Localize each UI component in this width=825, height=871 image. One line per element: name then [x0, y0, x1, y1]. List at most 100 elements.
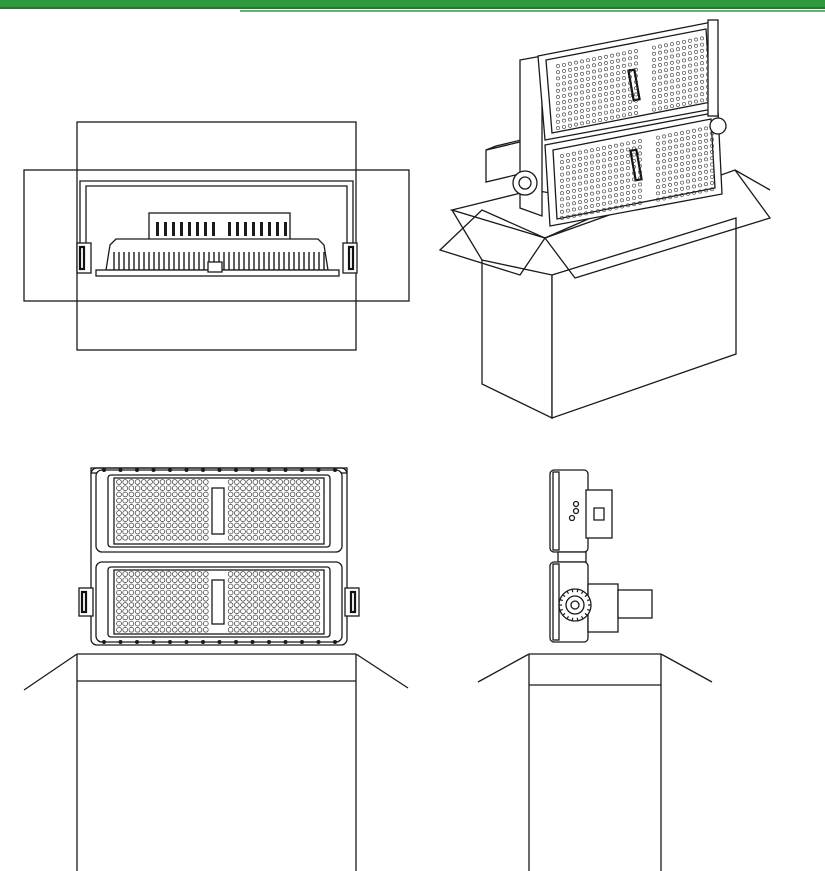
led-dot — [566, 171, 570, 176]
led-dot — [562, 100, 566, 104]
led-dot — [664, 62, 668, 66]
led-dot — [604, 67, 608, 72]
led-dot — [568, 99, 572, 103]
led-dot — [159, 522, 166, 529]
led-dot — [302, 491, 308, 498]
led-dot — [700, 86, 704, 90]
iso-upper-panel — [537, 21, 719, 141]
led-dot — [184, 510, 190, 516]
led-dot — [668, 133, 672, 138]
led-dot — [656, 141, 660, 146]
led-dot — [314, 479, 321, 485]
led-dot — [686, 148, 690, 153]
led-dot — [314, 583, 321, 590]
led-dot — [271, 620, 277, 627]
led-dot — [289, 627, 296, 633]
led-dot — [178, 577, 184, 583]
led-dot — [172, 608, 178, 614]
led-dot — [184, 522, 190, 529]
led-dot — [562, 69, 566, 73]
heatsink-fin — [188, 222, 191, 236]
led-dot — [153, 510, 159, 516]
led-dot — [574, 91, 578, 96]
led-dot — [184, 571, 190, 577]
led-dot — [682, 70, 686, 75]
led-dot — [190, 602, 197, 608]
led-dot — [289, 577, 296, 583]
led-dot — [122, 577, 128, 583]
led-dot — [692, 172, 696, 177]
led-dot — [190, 627, 197, 633]
led-dot — [632, 152, 636, 157]
led-dot — [698, 177, 702, 182]
knob-tooth — [571, 617, 574, 621]
led-dot — [128, 522, 135, 529]
led-dot — [265, 479, 271, 485]
led-dot — [234, 614, 240, 621]
led-dot — [252, 620, 259, 627]
top-view-bracket — [79, 180, 354, 245]
led-dot — [178, 602, 184, 608]
knob-tooth — [576, 617, 579, 621]
led-dot — [626, 172, 630, 177]
led-dot — [688, 82, 692, 87]
led-dot — [608, 175, 612, 180]
led-dot — [234, 479, 240, 485]
led-dot — [178, 516, 184, 522]
rim-bolt — [234, 468, 238, 472]
led-dot — [122, 571, 128, 577]
led-dot — [147, 522, 153, 529]
led-dot — [234, 596, 240, 602]
led-dot — [632, 165, 636, 169]
led-dot — [566, 190, 570, 194]
led-dot — [302, 602, 308, 608]
led-dot — [664, 93, 668, 97]
header-accent-bar — [0, 0, 825, 12]
led-dot — [265, 602, 271, 608]
led-dot — [674, 188, 678, 192]
top-view-side-knobs — [76, 242, 358, 274]
led-dot — [240, 479, 246, 485]
led-dot — [159, 583, 166, 590]
led-dot — [271, 577, 277, 583]
led-dot — [704, 145, 708, 149]
led-dot — [668, 195, 672, 200]
led-dot — [580, 121, 584, 126]
led-dot — [165, 516, 172, 522]
led-dot — [165, 596, 172, 602]
led-dot — [668, 182, 672, 187]
led-dot — [302, 577, 308, 583]
led-dot — [141, 491, 147, 498]
led-dot — [682, 52, 686, 57]
led-dot — [664, 43, 668, 48]
led-dot — [203, 479, 209, 485]
led-dot — [602, 201, 606, 206]
led-dot — [283, 627, 290, 633]
knob-tooth — [571, 589, 574, 593]
led-dot — [580, 90, 584, 95]
led-dot — [566, 196, 570, 201]
heatsink-fin — [172, 222, 175, 236]
led-dot — [234, 627, 240, 633]
led-dot — [178, 589, 184, 596]
led-dot — [652, 82, 656, 87]
led-dot — [590, 154, 594, 159]
led-dot — [628, 106, 632, 110]
led-dot — [227, 602, 234, 608]
led-dot — [196, 620, 203, 627]
led-dot — [153, 535, 159, 541]
led-dot — [277, 602, 283, 608]
led-dot — [580, 115, 584, 120]
led-dot — [234, 516, 240, 522]
led-dot — [598, 99, 602, 104]
led-dot — [598, 68, 602, 73]
led-dot — [562, 75, 566, 80]
iso-box — [438, 169, 772, 420]
led-dot — [289, 528, 296, 535]
led-dot — [674, 157, 678, 161]
led-dot — [574, 110, 578, 115]
led-dot — [566, 152, 570, 157]
led-dot — [308, 522, 314, 529]
led-dot — [178, 504, 184, 510]
